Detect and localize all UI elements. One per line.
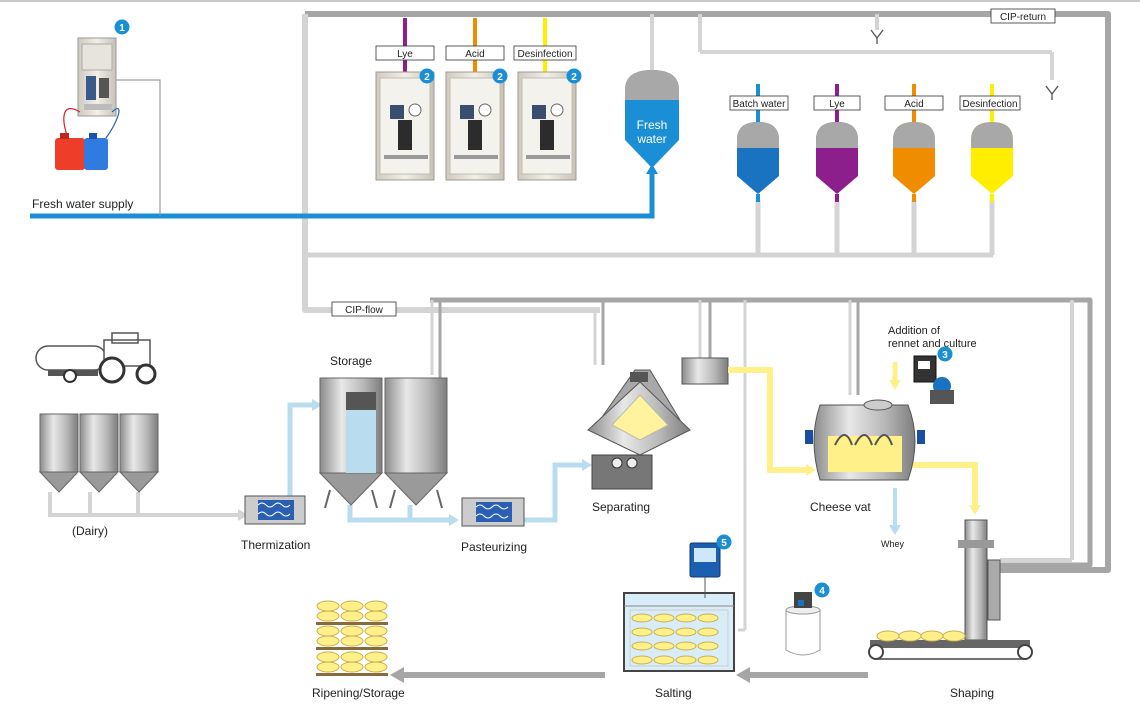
svg-text:CIP-return: CIP-return — [1000, 12, 1046, 23]
rennet-dosing-pump — [913, 355, 954, 404]
arrow-to-ripening — [390, 667, 605, 683]
fresh-water-tank: Fresh water — [625, 70, 679, 168]
ripening-label: Ripening/Storage — [312, 686, 405, 700]
dairy-label: (Dairy) — [72, 524, 108, 538]
separating-label: Separating — [592, 500, 650, 514]
svg-text:2: 2 — [424, 72, 430, 83]
badge-2-acid: 2 — [492, 68, 508, 84]
fresh-water-supply-label: Fresh water supply — [32, 197, 133, 211]
curd-flow-pipes — [728, 362, 981, 535]
tank-tag-disinfection: Desinfection — [962, 99, 1017, 110]
measurement-controller — [689, 542, 721, 598]
svg-text:Lye: Lye — [397, 49, 413, 60]
badge-3: 3 — [937, 346, 953, 362]
svg-text:5: 5 — [721, 538, 727, 549]
fresh-water-pipe — [30, 79, 658, 219]
shaping-machine — [868, 519, 1033, 660]
addition-label-line1: Addition of — [888, 325, 941, 337]
dosing-station — [55, 37, 120, 170]
arrow-to-salting — [736, 667, 868, 683]
svg-text:CIP-flow: CIP-flow — [345, 305, 384, 316]
badge-2-disinfection: 2 — [566, 68, 582, 84]
tank-tag-batch-water: Batch water — [733, 99, 786, 110]
tank-tag-acid: Acid — [904, 99, 923, 110]
dosing-cabinet-lye — [375, 71, 435, 181]
salting-bath — [623, 592, 735, 672]
badge-2-lye: 2 — [419, 68, 435, 84]
tank-batch-water — [729, 95, 789, 194]
svg-text:2: 2 — [497, 72, 503, 83]
separator-collector — [681, 357, 729, 385]
svg-text:1: 1 — [119, 23, 125, 34]
dairy-silos — [38, 413, 160, 493]
svg-text:Acid: Acid — [465, 49, 484, 60]
chemical-feed-lines — [403, 18, 994, 202]
svg-text:4: 4 — [819, 586, 825, 597]
cheese-vat-label: Cheese vat — [810, 500, 871, 514]
shaping-label: Shaping — [950, 686, 994, 700]
cip-flow-label: CIP-flow — [331, 301, 397, 317]
thermization-label: Thermization — [241, 538, 310, 552]
badge-1: 1 — [114, 19, 130, 35]
separator — [587, 369, 691, 490]
dosing-tag-acid: Acid — [445, 45, 505, 61]
addition-label-line2: rennet and culture — [888, 338, 977, 350]
dosing-cabinet-disinfection — [517, 71, 577, 181]
tank-tag-lye: Lye — [829, 99, 845, 110]
dosing-tag-lye: Lye — [375, 45, 435, 61]
salting-label: Salting — [655, 686, 692, 700]
svg-text:water: water — [636, 132, 666, 146]
cip-return-label: CIP-return — [990, 8, 1056, 24]
svg-text:3: 3 — [942, 350, 948, 361]
tank-acid — [884, 95, 944, 194]
storage-label: Storage — [330, 354, 372, 368]
badge-5: 5 — [716, 534, 732, 550]
whey-label: Whey — [881, 539, 905, 549]
svg-text:2: 2 — [571, 72, 577, 83]
y-tap-icon — [870, 29, 1059, 100]
svg-text:Fresh: Fresh — [637, 118, 668, 132]
brine-dosing-container — [785, 592, 821, 656]
dosing-cabinet-acid — [445, 71, 505, 181]
storage-silos — [318, 377, 449, 509]
pasteurizing-label: Pasteurizing — [461, 540, 527, 554]
dosing-tag-disinfection: Desinfection — [513, 45, 577, 61]
tank-lye — [813, 95, 861, 194]
ripening-shelves — [316, 600, 388, 676]
cheese-vat — [805, 399, 925, 481]
milk-tanker-tractor — [35, 332, 157, 385]
thermization-unit — [244, 495, 306, 525]
badge-4: 4 — [814, 582, 830, 598]
milk-flow-pipes — [48, 399, 592, 526]
svg-text:Desinfection: Desinfection — [517, 49, 572, 60]
pasteurizing-unit — [461, 497, 525, 527]
cip-pipe-network — [302, 11, 1111, 632]
tank-disinfection — [959, 95, 1021, 194]
